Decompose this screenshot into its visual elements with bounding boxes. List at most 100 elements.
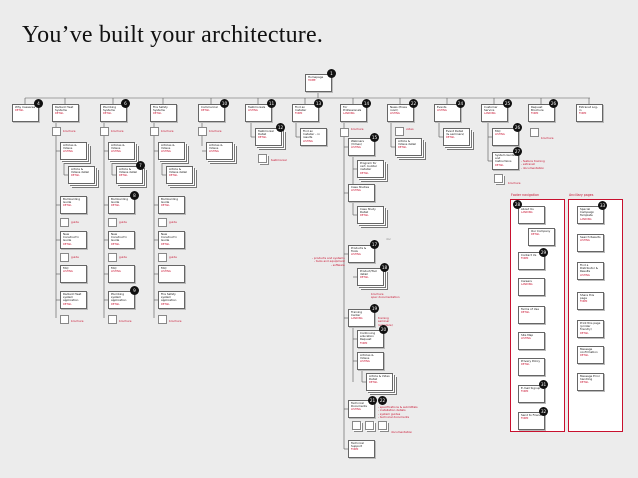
node-terms-of-use[interactable]: Terms of Use DETAIL xyxy=(518,306,545,324)
node-buying-guide[interactable]: Bombarding Guide DETAIL xyxy=(158,196,185,214)
node-email-signup[interactable]: E-mail Signup FORM xyxy=(518,385,545,403)
node-article-video-detail[interactable]: Article & Videos detail DETAIL xyxy=(395,138,422,156)
node-commercial[interactable]: Commercial DETAIL xyxy=(198,104,225,122)
node-technical-support[interactable]: Technical Support FORM xyxy=(348,440,375,458)
node-title: Find an Installer xyxy=(295,105,307,113)
node-title: Extranet Log-in xyxy=(579,105,598,113)
node-type: FORM xyxy=(531,112,539,116)
node-case-study-detail[interactable]: Case Study Detail DETAIL xyxy=(357,206,384,224)
node-new-construction-guide[interactable]: New Construct’n Guide DETAIL xyxy=(60,231,87,249)
feature-note: - feature training - extranet - document… xyxy=(521,159,545,170)
node-articles-videos-pro[interactable]: Articles & Videos LISTING xyxy=(357,352,384,370)
node-faq[interactable]: FAQ LISTING xyxy=(492,128,519,146)
node-badge: 31 xyxy=(539,380,548,389)
node-testimonial-detail[interactable]: Testimonial Detail DETAIL xyxy=(255,128,282,146)
node-search-results[interactable]: Search Results LISTING xyxy=(577,234,604,252)
node-new-construction-guide[interactable]: New Construct’n Guide DETAIL xyxy=(158,231,185,249)
node-about-us[interactable]: About Us LANDING xyxy=(518,206,545,224)
node-title: Fire Safety Systems xyxy=(153,105,168,113)
node-title: Commercial xyxy=(201,105,218,109)
node-faq-listing[interactable]: FAQ LISTING xyxy=(60,265,87,283)
node-title: Training Center xyxy=(351,310,363,318)
node-case-studies[interactable]: Case Studies LISTING xyxy=(348,184,375,202)
node-title: About Us xyxy=(521,207,534,211)
node-title: Homepage xyxy=(308,75,324,79)
node-our-company[interactable]: Our Company DETAIL xyxy=(528,228,555,246)
brochure-note: brochure xyxy=(351,127,364,131)
node-articles-videos[interactable]: Articles & Videos LISTING xyxy=(206,142,233,160)
node-continuing-ed[interactable]: Continuing education Request FORM xyxy=(357,330,384,348)
node-radiant-heat[interactable]: Radiant Heat Systems DETAIL xyxy=(52,104,79,122)
node-message-confirmation[interactable]: Message confirmation DETAIL xyxy=(577,346,604,364)
node-request-brochure[interactable]: Request Brochure FORM xyxy=(528,104,555,122)
node-testimonials[interactable]: Testimonials LISTING xyxy=(245,104,272,122)
node-why-caesarea[interactable]: Why Caesarea DETAIL xyxy=(12,104,39,122)
node-event-detail[interactable]: Event Detail (& seminars) DETAIL xyxy=(443,128,470,146)
node-title: Terms of Use xyxy=(521,307,539,311)
node-title: Products & Tools xyxy=(351,246,367,254)
node-type: DETAIL xyxy=(580,331,589,335)
node-extranet-login[interactable]: Extranet Log-in FORM xyxy=(576,104,603,122)
node-events[interactable]: Events LISTING xyxy=(434,104,461,122)
node-privacy-policy[interactable]: Privacy Policy DETAIL xyxy=(518,358,545,376)
node-type: LISTING xyxy=(161,270,171,274)
node-plumbing[interactable]: Plumbing Systems DETAIL xyxy=(100,104,127,122)
node-type: LISTING xyxy=(521,337,531,341)
node-for-professionals[interactable]: For Professionals LANDING xyxy=(340,104,367,122)
node-special-campaign[interactable]: Special Campaign Template LANDING xyxy=(577,206,604,224)
node-articles-videos[interactable]: Articles & Videos LISTING xyxy=(60,142,87,160)
node-fire-safety[interactable]: Fire Safety Systems DETAIL xyxy=(150,104,177,122)
node-badge: 26 xyxy=(513,123,522,132)
node-news[interactable]: News (Press room) LISTING xyxy=(387,104,414,122)
node-faq-listing[interactable]: FAQ LISTING xyxy=(158,265,185,283)
node-articles-videos[interactable]: Articles & Videos LISTING xyxy=(158,142,185,160)
node-article-video-detail[interactable]: Article & Videos detail DETAIL xyxy=(68,166,95,184)
ancillary-pages-label: Ancillary pages xyxy=(569,193,594,197)
brochure-doc-icon xyxy=(198,127,207,136)
node-webinars[interactable]: Webinars (Vimeo) LISTING xyxy=(348,138,375,156)
node-site-map[interactable]: Site Map LISTING xyxy=(518,332,545,350)
node-buying-guide[interactable]: Bombarding Guide DETAIL xyxy=(108,196,135,214)
node-title: FAQ xyxy=(63,266,69,270)
node-error-handling[interactable]: Message Error handling DETAIL xyxy=(577,373,604,391)
brochure-doc-icon xyxy=(395,127,404,136)
node-type: DETAIL xyxy=(360,276,369,280)
node-buying-guide[interactable]: Bombarding Guide DETAIL xyxy=(60,196,87,214)
node-homepage[interactable]: Homepage HOME xyxy=(305,74,332,92)
documentation-note: documentation xyxy=(391,430,413,434)
node-program[interactable]: Program for cert. builder installer DETA… xyxy=(357,160,384,178)
node-share-page[interactable]: Share this page FORM xyxy=(577,292,604,310)
node-type: LANDING xyxy=(521,211,533,215)
guide-note: guide xyxy=(119,220,127,224)
node-product-tool-detail[interactable]: Product/Tool detail DETAIL xyxy=(357,268,384,286)
node-system-application[interactable]: Plumbing system application DETAIL xyxy=(108,291,135,309)
node-article-video-detail[interactable]: Article & Videos detail DETAIL xyxy=(116,166,143,184)
node-training-center[interactable]: Training Center LANDING xyxy=(348,309,375,327)
node-articles-videos[interactable]: Articles & Videos LISTING xyxy=(108,142,135,160)
node-badge: 24 xyxy=(456,99,465,108)
node-new-construction-guide[interactable]: New Construct’n Guide DETAIL xyxy=(108,231,135,249)
node-faq-listing[interactable]: FAQ LISTING xyxy=(108,265,135,283)
node-badge: 28 xyxy=(513,200,522,209)
node-contact-us[interactable]: Contact Us FORM xyxy=(518,252,545,270)
node-article-video-detail[interactable]: Article & Video Detail DETAIL xyxy=(366,373,393,391)
node-print-page[interactable]: Print this page (printer friendly) DETAI… xyxy=(577,320,604,338)
node-technical-documents[interactable]: Technical Documents LISTING xyxy=(348,400,375,418)
node-find-installer[interactable]: Find an Installer FORM xyxy=(292,104,319,122)
node-title: Send to Friend xyxy=(521,413,542,417)
node-products-tools[interactable]: Products & Tools LISTING xyxy=(348,245,375,263)
node-type: DETAIL xyxy=(161,204,170,208)
node-article-video-detail[interactable]: Article & Videos detail DETAIL xyxy=(166,166,193,184)
node-find-distributor[interactable]: Find a Distributor & Results LISTING xyxy=(577,262,604,280)
node-send-to-friend[interactable]: Send to Friend FORM xyxy=(518,412,545,430)
node-title: Privacy Policy xyxy=(521,359,541,363)
node-customer-service[interactable]: Customer Service LANDING xyxy=(481,104,508,122)
node-find-installer-results[interactable]: Find an Installer – in results LISTING xyxy=(300,128,327,146)
node-careers[interactable]: Careers LANDING xyxy=(518,278,545,296)
node-system-application[interactable]: Fire Safety system application DETAIL xyxy=(158,291,185,309)
node-badge: 7 xyxy=(136,161,145,170)
node-system-guides[interactable]: System Guides and Instructions DETAIL xyxy=(492,152,519,170)
node-type: DETAIL xyxy=(521,311,530,315)
node-type: LISTING xyxy=(580,239,590,243)
node-system-application[interactable]: Radiant Heat system application DETAIL xyxy=(60,291,87,309)
